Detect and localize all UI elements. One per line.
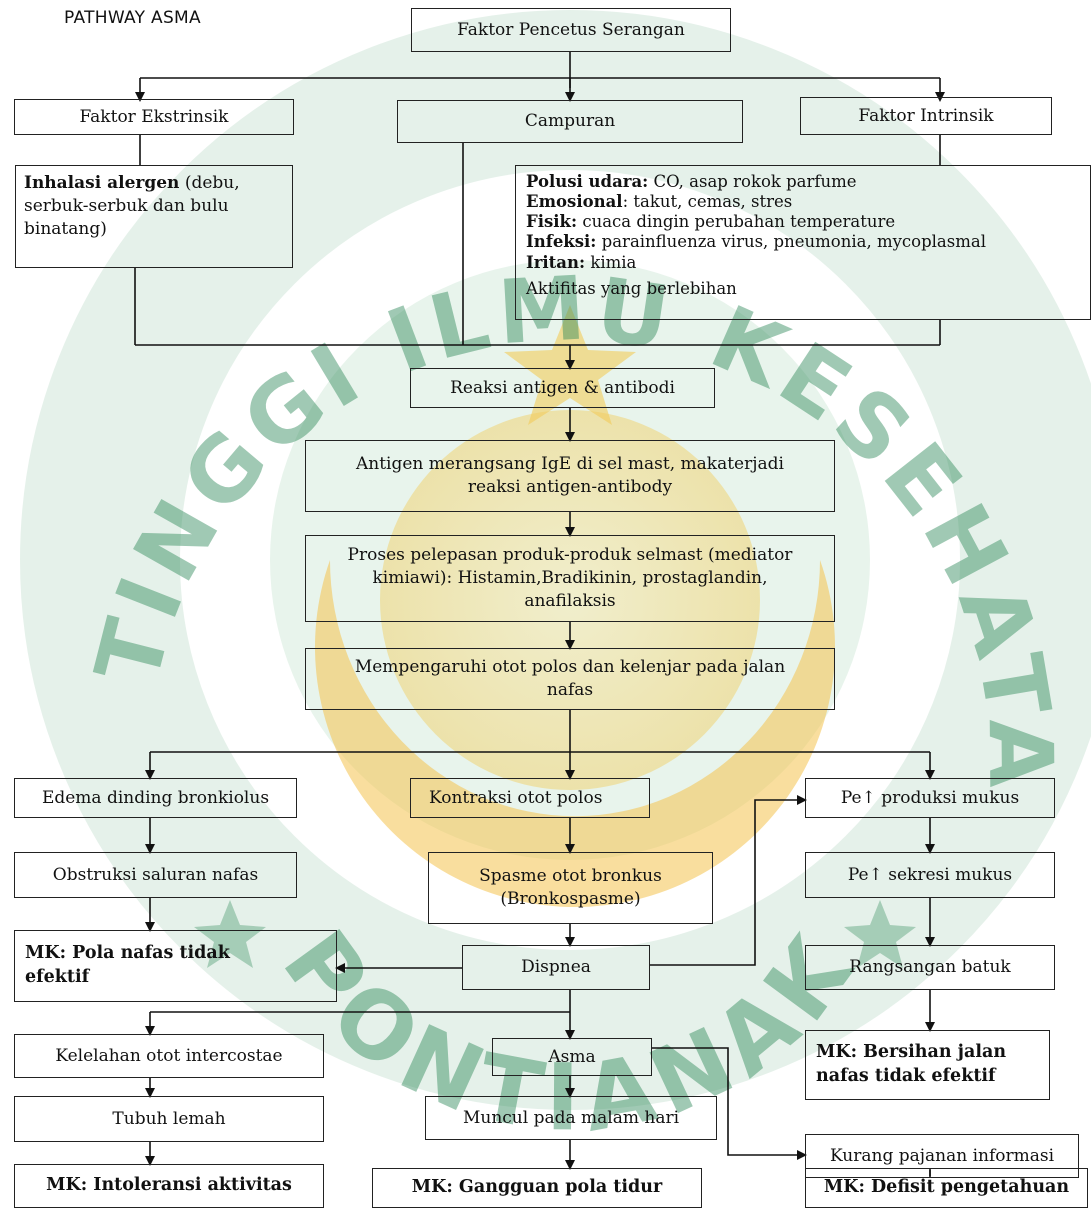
inhalasi-bold: Inhalasi alergen (24, 173, 180, 193)
node-mk-pola-nafas: MK: Pola nafas tidak efektif (14, 930, 337, 1002)
node-pe-produksi: Pe↑ produksi mukus (805, 778, 1055, 818)
node-antigen-ige: Antigen merangsang IgE di sel mast, maka… (305, 440, 835, 512)
node-faktor-intrinsik: Faktor Intrinsik (800, 97, 1052, 135)
node-mempengaruhi: Mempengaruhi otot polos dan kelenjar pad… (305, 648, 835, 710)
node-faktor-pencetus: Faktor Pencetus Serangan (411, 8, 731, 52)
list-item-polusi: Polusi udara: CO, asap rokok parfume (526, 172, 857, 191)
node-mk-intoleransi: MK: Intoleransi aktivitas (14, 1164, 324, 1208)
emblem-crescent (315, 560, 836, 908)
node-pe-sekresi: Pe↑ sekresi mukus (805, 852, 1055, 898)
page-title: PATHWAY ASMA (64, 8, 201, 28)
node-obstruksi: Obstruksi saluran nafas (14, 852, 297, 898)
node-mk-bersihan: MK: Bersihan jalan nafas tidak efektif (805, 1030, 1050, 1100)
emblem-star-left (194, 900, 266, 968)
node-campuran: Campuran (397, 100, 743, 143)
list-item-aktifitas: Aktifitas yang berlebihan (526, 278, 737, 298)
node-asma: Asma (492, 1038, 652, 1076)
node-kontraksi: Kontraksi otot polos (410, 778, 650, 818)
node-proses-pelepasan: Proses pelepasan produk-produk selmast (… (305, 535, 835, 622)
list-item-infeksi: Infeksi: parainfluenza virus, pneumonia,… (526, 232, 986, 252)
edge-dispnea-pe-produksi (650, 795, 807, 966)
node-edema: Edema dinding bronkiolus (14, 778, 297, 818)
node-dispnea: Dispnea (462, 945, 650, 990)
list-item-iritan: Iritan: kimia (526, 252, 637, 272)
inhalasi-detail: (debu, serbuk-serbuk dan bulu binatang) (24, 173, 240, 239)
node-reaksi-antigen: Reaksi antigen & antibodi (410, 368, 715, 408)
node-mk-gangguan: MK: Gangguan pola tidur (372, 1168, 702, 1208)
node-inhalasi-alergen: Inhalasi alergen (debu, serbuk-serbuk da… (15, 165, 293, 268)
node-mk-defisit: MK: Defisit pengetahuan (805, 1168, 1088, 1208)
node-tubuh-lemah: Tubuh lemah (14, 1096, 324, 1142)
list-item-fisik: Fisik: cuaca dingin perubahan temperatur… (526, 212, 896, 232)
emblem-star-right (844, 900, 916, 968)
node-spasme: Spasme otot bronkus (Bronkospasme) (428, 852, 713, 924)
list-item-emosional: Emosional: takut, cemas, stres (526, 192, 793, 212)
node-faktor-ekstrinsik: Faktor Ekstrinsik (14, 99, 294, 135)
edge-asma-kurang (652, 1047, 807, 1160)
emblem-sun (380, 410, 760, 790)
node-intrinsik-list: Polusi udara: CO, asap rokok parfume Emo… (515, 165, 1091, 320)
node-kurang-pajanan: Kurang pajanan informasi (805, 1134, 1079, 1178)
node-kelelahan: Kelelahan otot intercostae (14, 1034, 324, 1078)
node-muncul: Muncul pada malam hari (425, 1096, 717, 1140)
node-rangsangan: Rangsangan batuk (805, 945, 1055, 990)
